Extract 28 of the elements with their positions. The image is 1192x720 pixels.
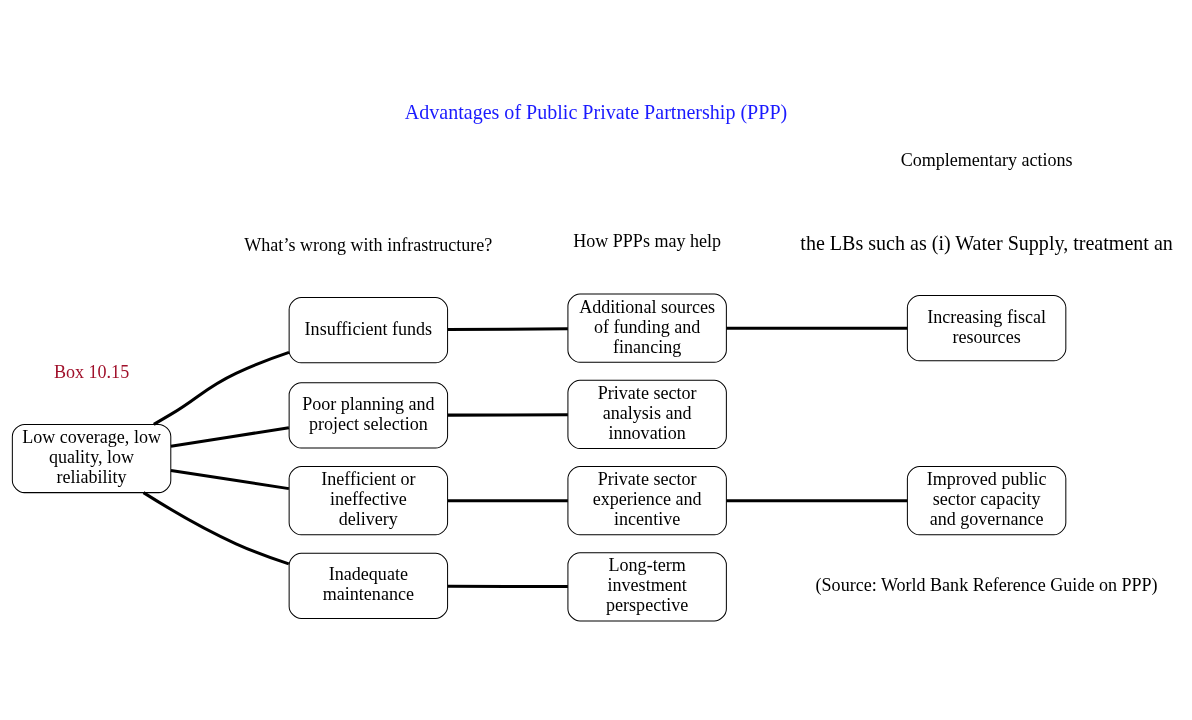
label: the LBs such as (i) Water Supply, treatment an	[800, 231, 1173, 254]
node-box: Private sector experience and incentive	[567, 466, 727, 536]
node-box: Inadequate maintenance	[288, 552, 449, 619]
connector	[170, 426, 290, 448]
node-box: Poor planning and project selection	[288, 382, 449, 449]
connector	[447, 413, 568, 417]
label: Box 10.15	[53, 361, 130, 382]
connector	[726, 499, 908, 503]
connector	[447, 584, 568, 589]
label: Complementary actions	[900, 150, 1073, 171]
connector	[447, 499, 568, 503]
node-box: Insufficient funds	[288, 297, 449, 364]
label: How PPPs may help	[573, 231, 722, 252]
node-box: Low coverage, low quality, low reliability	[11, 423, 172, 494]
label: What’s wrong with infrastructure?	[244, 235, 493, 256]
connector	[142, 491, 290, 566]
diagram-title: Advantages of Public Private Partnership (PPP)	[404, 101, 788, 124]
node-box: Improved public sector capacity and governance	[906, 466, 1067, 536]
node-box: Inefficient or ineffective delivery	[288, 466, 449, 536]
node-box: Long-term investment perspective	[567, 552, 727, 622]
connector	[726, 326, 908, 330]
connector	[153, 350, 290, 426]
node-box: Private sector analysis and innovation	[567, 379, 727, 449]
connector	[447, 327, 568, 332]
connector	[170, 469, 290, 491]
node-box: Increasing fiscal resources	[906, 295, 1067, 362]
label: (Source: World Bank Reference Guide on PPP)	[815, 575, 1158, 596]
node-box: Additional sources of funding and financing	[567, 293, 727, 363]
